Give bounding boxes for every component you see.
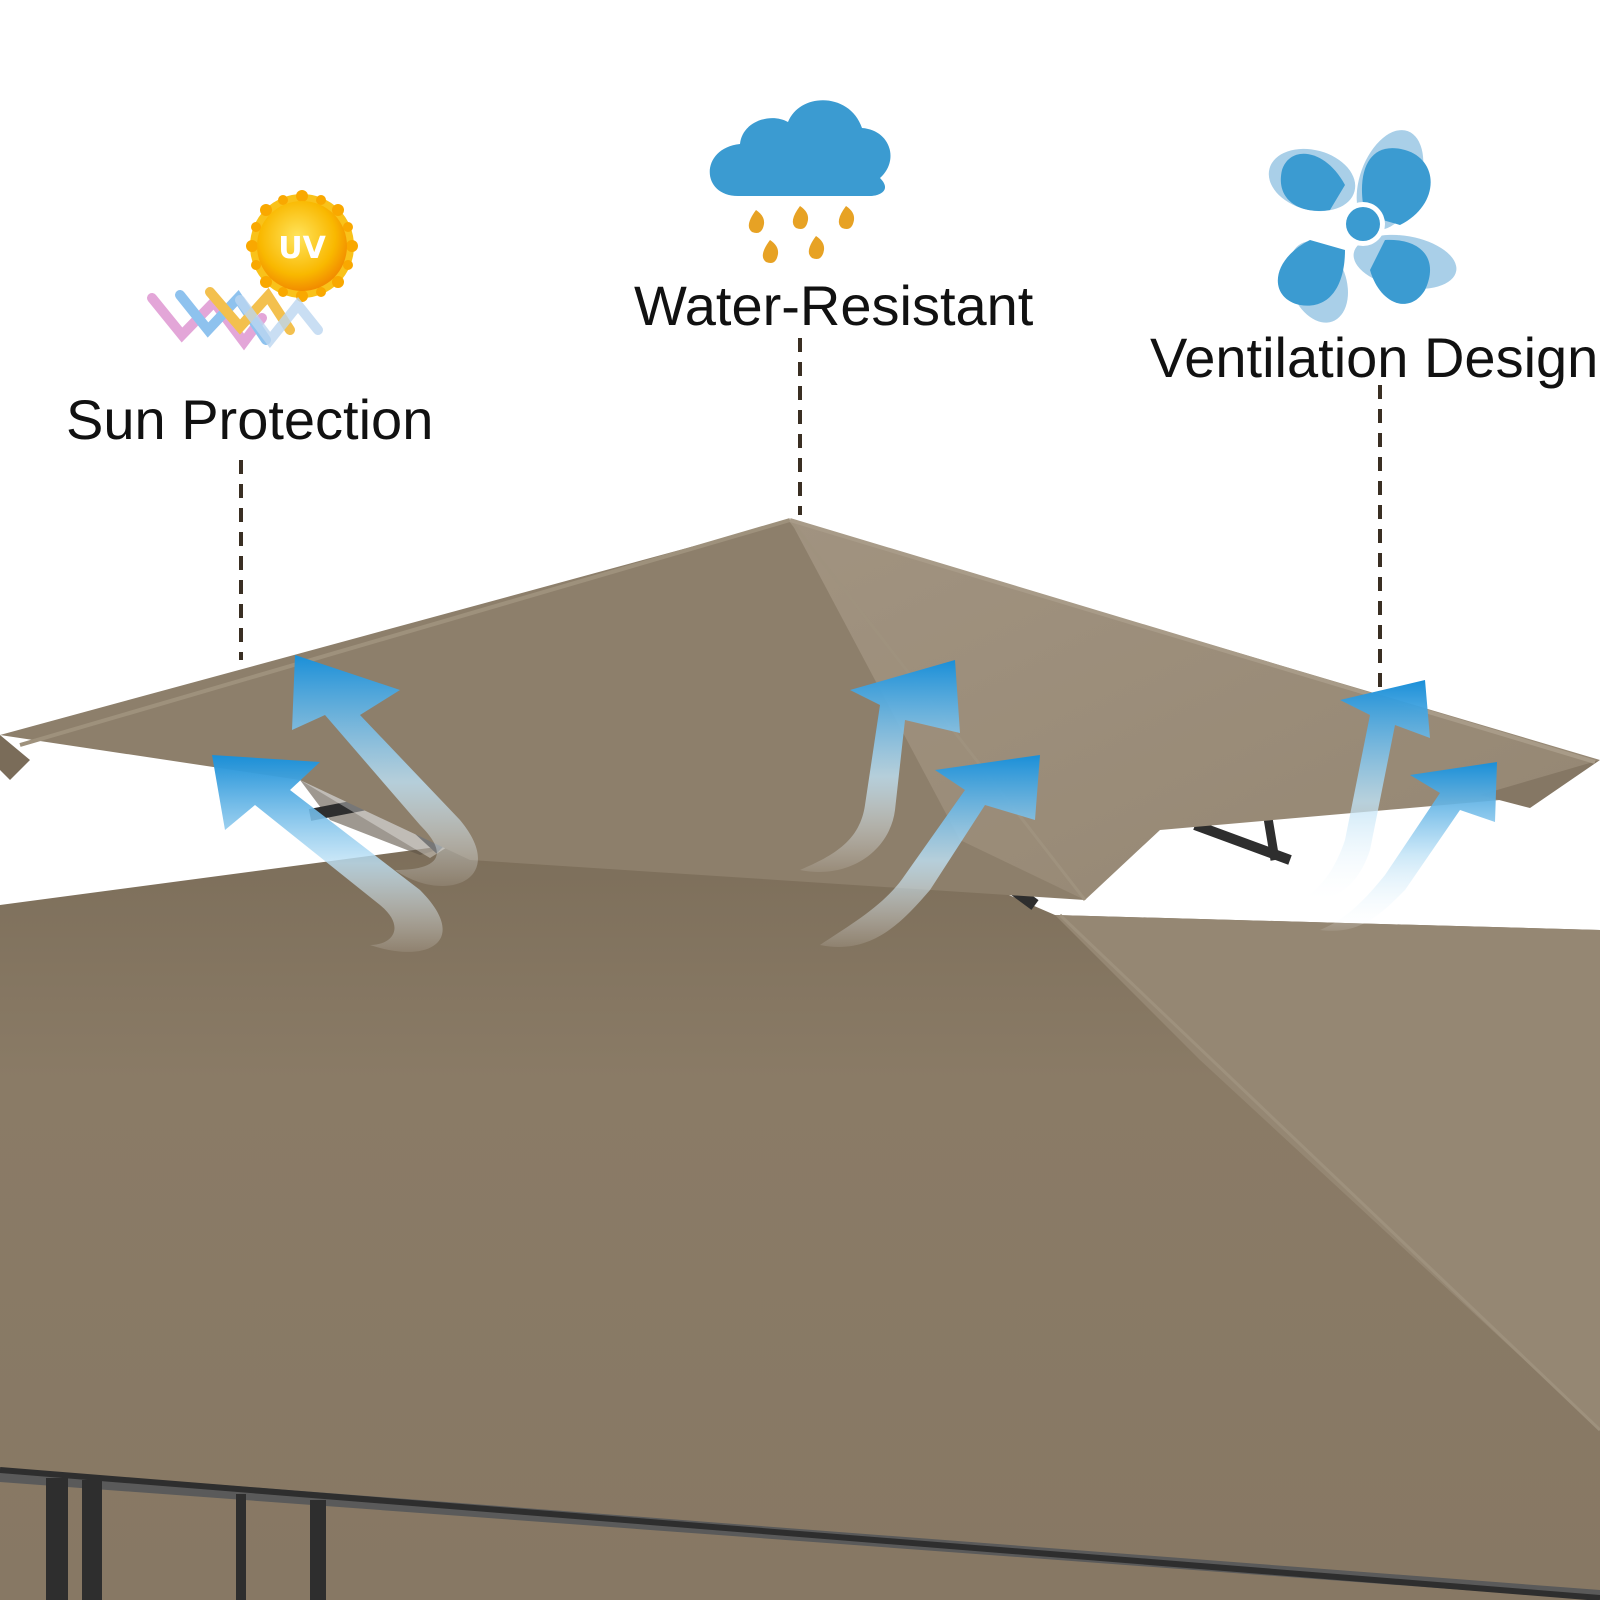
uv-sun-icon: UV [147,190,358,351]
uv-rays-icon [147,287,323,351]
airflow-arrow-center-2 [820,755,1040,947]
airflow-arrow-right-2 [1320,762,1497,931]
rain-cloud-icon [709,100,891,263]
lower-canopy [0,800,1600,1600]
airflow-arrows [212,655,1497,952]
leader-lines [239,338,1382,695]
water-resistant-label: Water-Resistant [634,274,1034,337]
airflow-arrow-center-1 [800,660,960,872]
sun-protection-label: Sun Protection [66,388,434,451]
uv-badge-text: UV [278,231,326,266]
fan-icon [1268,130,1457,323]
gazebo-frame [0,1467,1600,1600]
airflow-arrow-left-2 [212,755,443,952]
airflow-arrow-left-1 [292,655,478,886]
airflow-arrow-right-1 [1300,680,1430,901]
ventilation-design-label: Ventilation Design [1150,326,1599,389]
